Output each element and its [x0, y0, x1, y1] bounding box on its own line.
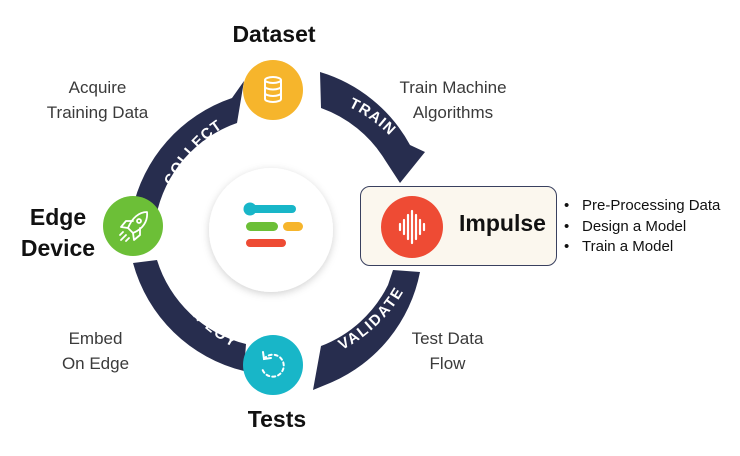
embed-label-line2: On Edge [61, 354, 130, 373]
validate-arc [313, 270, 420, 390]
train-arc [320, 72, 425, 183]
deploy-arc [133, 260, 246, 371]
edge-device-title-line2: Device [20, 235, 96, 261]
center-logo [209, 168, 333, 292]
edge-device-node [103, 196, 163, 256]
rocket-icon [119, 211, 148, 242]
impulse-step: Train a Model [564, 237, 720, 258]
database-icon [264, 76, 282, 103]
edge-device-title-line1: Edge [29, 204, 87, 230]
tests-node [243, 335, 303, 395]
embed-label-line1: Embed [68, 329, 123, 348]
impulse-steps-list: Pre-Processing Data Design a Model Train… [564, 196, 720, 258]
acquire-label-line2: Training Data [46, 103, 149, 122]
collect-arc [132, 81, 244, 217]
test-flow-label-line1: Test Data [411, 329, 484, 348]
impulse-step: Design a Model [564, 217, 720, 238]
train-ml-label-line1: Train Machine [399, 78, 507, 97]
impulse-step: Pre-Processing Data [564, 196, 720, 217]
tests-title: Tests [247, 406, 307, 432]
dataset-title: Dataset [232, 21, 316, 47]
dataset-node [243, 60, 303, 120]
test-flow-label-line2: Flow [429, 354, 466, 373]
acquire-label-line1: Acquire [68, 78, 127, 97]
train-ml-label-line2: Algorithms [412, 103, 494, 122]
impulse-title: Impulse [459, 210, 546, 236]
refresh-icon [261, 351, 285, 378]
